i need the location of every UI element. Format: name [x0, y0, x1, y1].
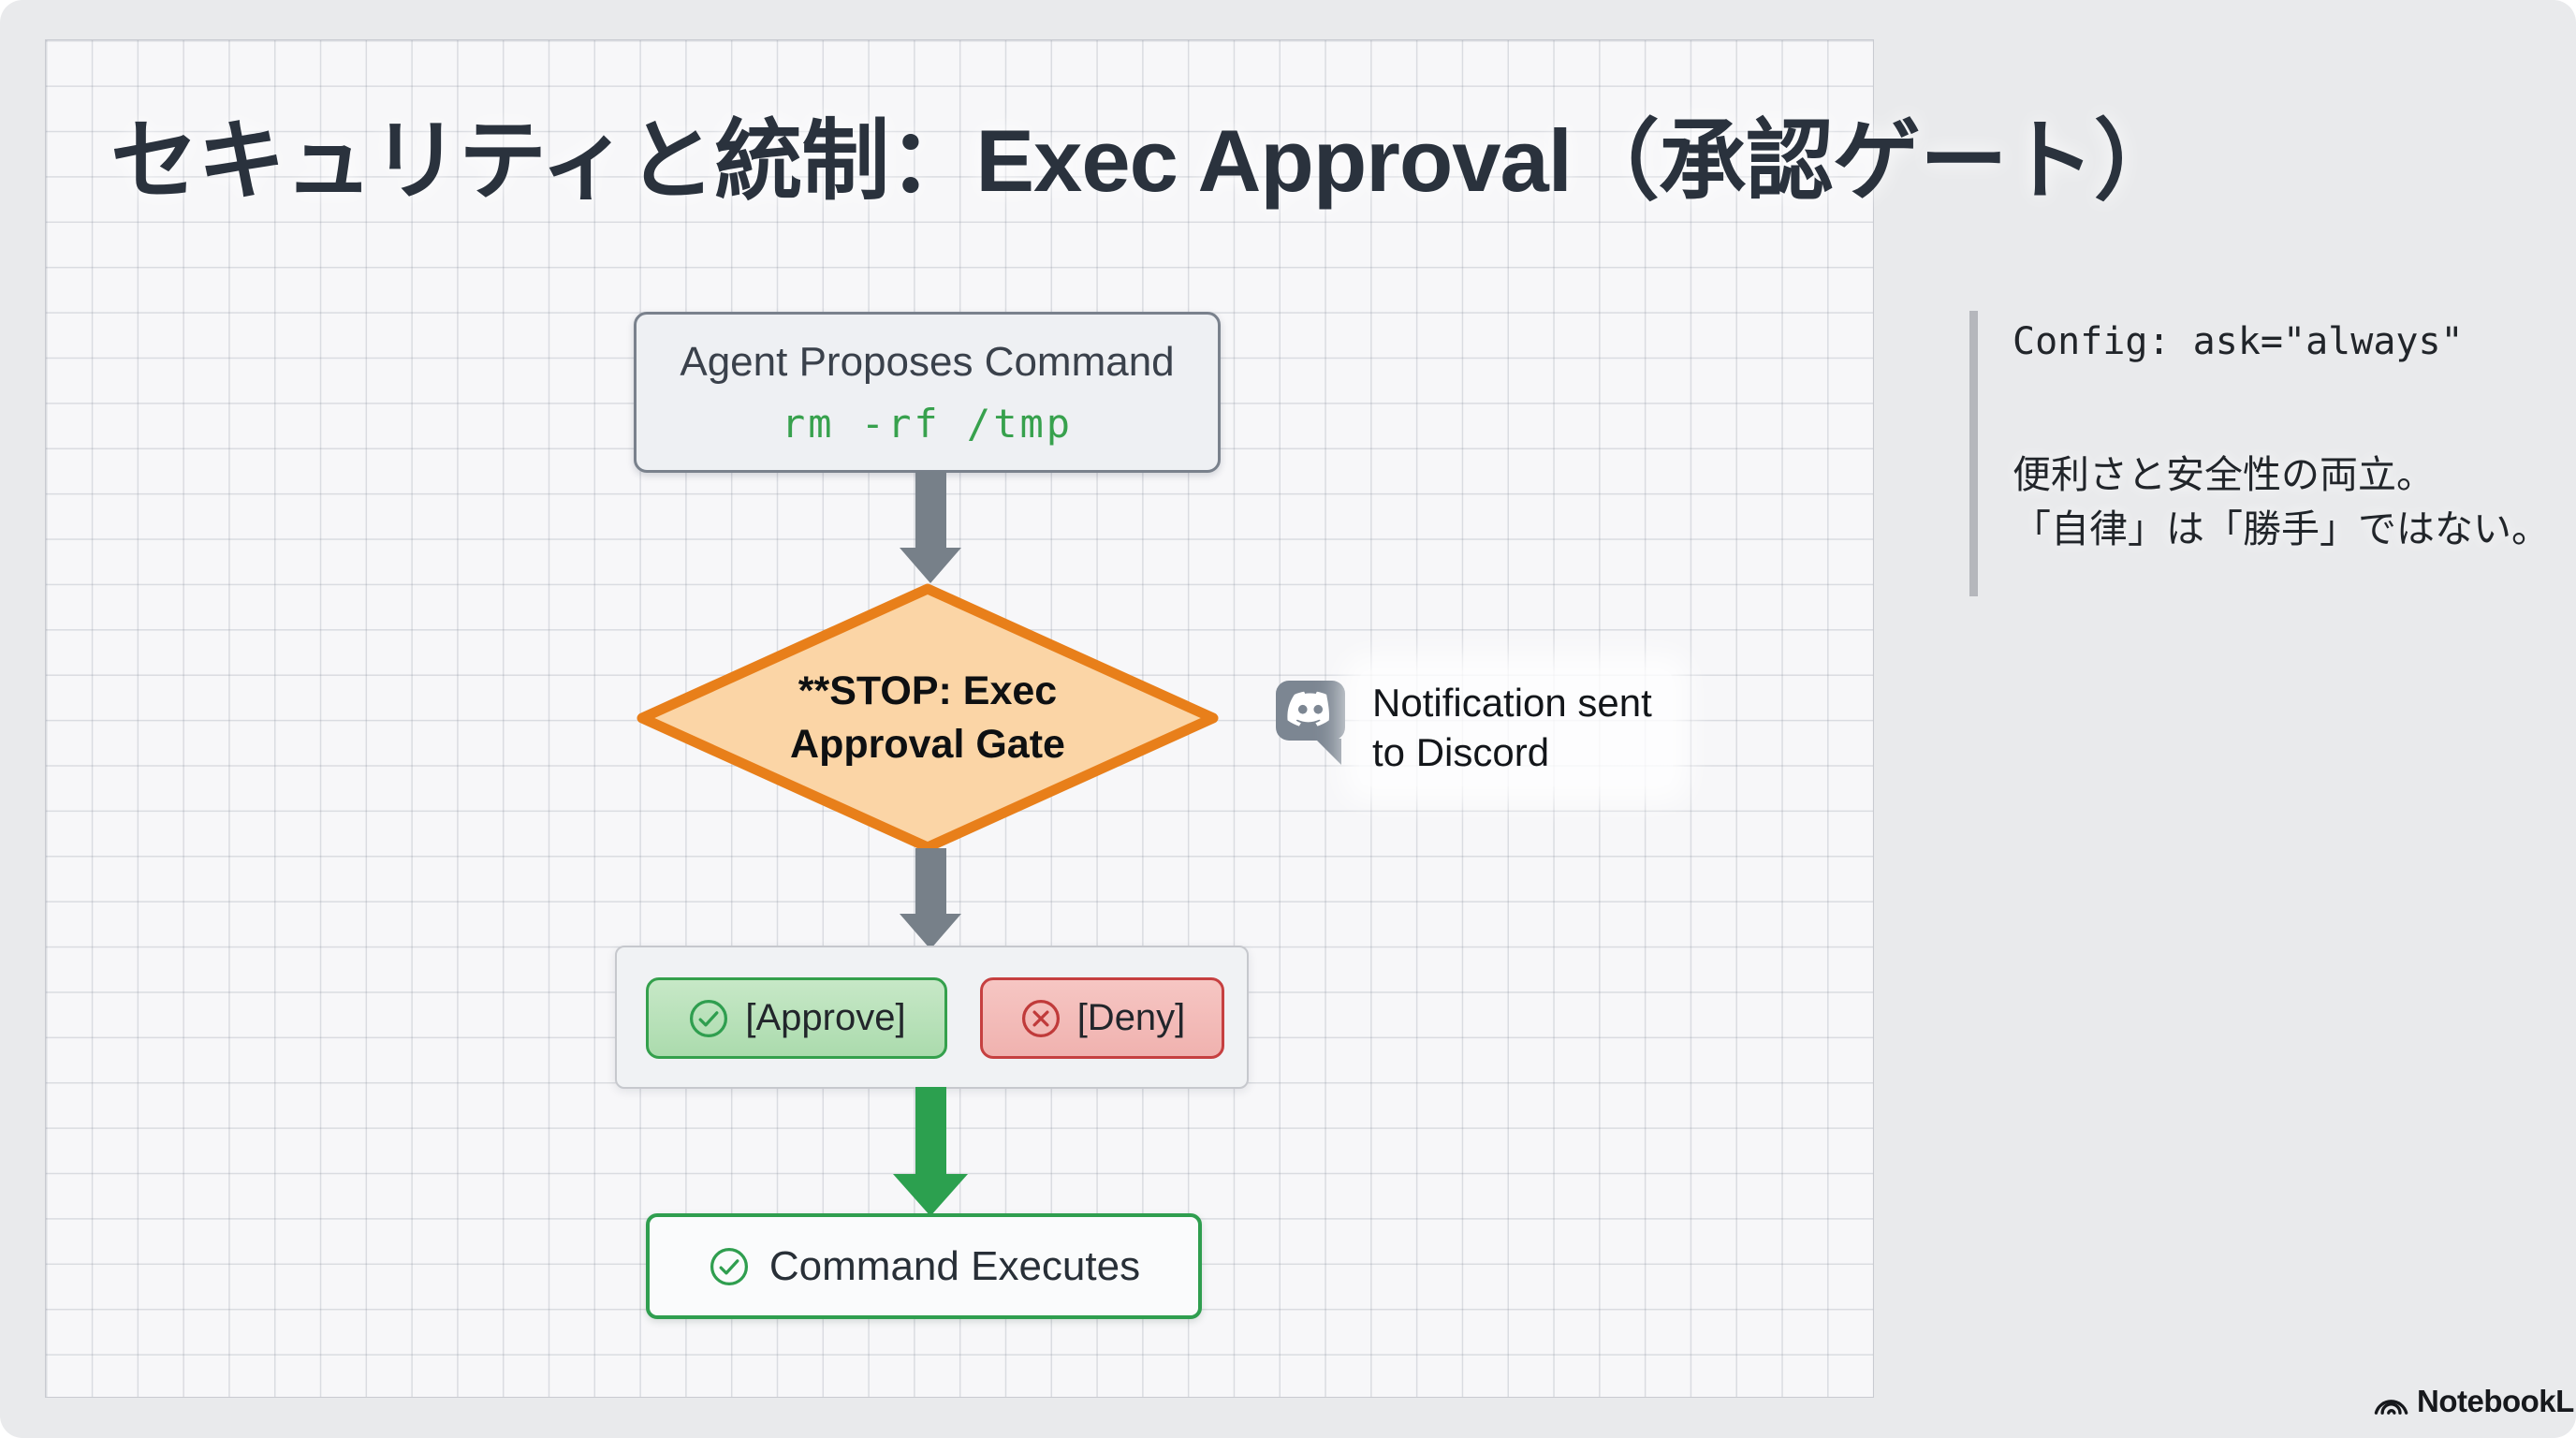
gate-label-line1: **STOP: Exec: [798, 668, 1058, 713]
x-circle-icon: [1021, 999, 1060, 1037]
side-note-line2: 「自律」は「勝手」ではない。: [2012, 507, 2550, 550]
check-circle-icon: [690, 999, 728, 1037]
notebooklm-logo-icon: [2374, 1400, 2408, 1415]
arrow-down-green: [915, 1087, 946, 1176]
approve-label: [Approve]: [745, 997, 906, 1038]
flow-node-result: Command Executes: [646, 1213, 1202, 1319]
notification-line2: to Discord: [1372, 730, 1550, 774]
flow-node-propose: Agent Proposes Command rm -rf /tmp: [634, 312, 1221, 473]
config-code: Config: ask="always": [2012, 320, 2464, 363]
approval-gate-diamond: [637, 583, 1219, 853]
deny-label: [Deny]: [1076, 997, 1186, 1038]
propose-heading: Agent Proposes Command: [680, 338, 1175, 385]
arrow-down-green-head: [893, 1174, 968, 1216]
propose-command-code: rm -rf /tmp: [781, 400, 1074, 447]
deny-button[interactable]: [Deny]: [980, 977, 1224, 1059]
check-circle-icon: [710, 1247, 748, 1285]
arrow-down-gray-2-head: [900, 914, 961, 949]
discord-icon: [1276, 681, 1345, 772]
arrow-down-gray-1-head: [900, 548, 961, 583]
side-note-text: 便利さと安全性の両立。 「自律」は「勝手」ではない。: [2012, 448, 2550, 556]
side-note-line1: 便利さと安全性の両立。: [2012, 453, 2435, 496]
discord-mascot-glyph: [1287, 691, 1329, 726]
side-note-rule: [1969, 311, 1978, 596]
decision-panel: [Approve] [Deny]: [615, 946, 1249, 1089]
notification-line1: Notification sent: [1372, 681, 1652, 725]
notification-label: Notification sent to Discord: [1359, 670, 1673, 786]
page-title: セキュリティと統制：Exec Approval（承認ゲート）: [110, 111, 2182, 210]
gate-label-line2: Approval Gate: [790, 722, 1065, 767]
notebooklm-label: NotebookLM: [2417, 1384, 2576, 1418]
discord-icon-body: [1276, 681, 1345, 741]
approve-button[interactable]: [Approve]: [646, 977, 947, 1059]
arrow-down-gray-2: [915, 848, 946, 916]
arrow-down-gray-1: [915, 471, 946, 550]
result-label: Command Executes: [768, 1242, 1141, 1289]
notebooklm-branding: NotebookLM: [2372, 1384, 2576, 1419]
approval-gate-label: **STOP: Exec Approval Gate: [635, 582, 1221, 854]
discord-icon-tail: [1315, 739, 1341, 765]
